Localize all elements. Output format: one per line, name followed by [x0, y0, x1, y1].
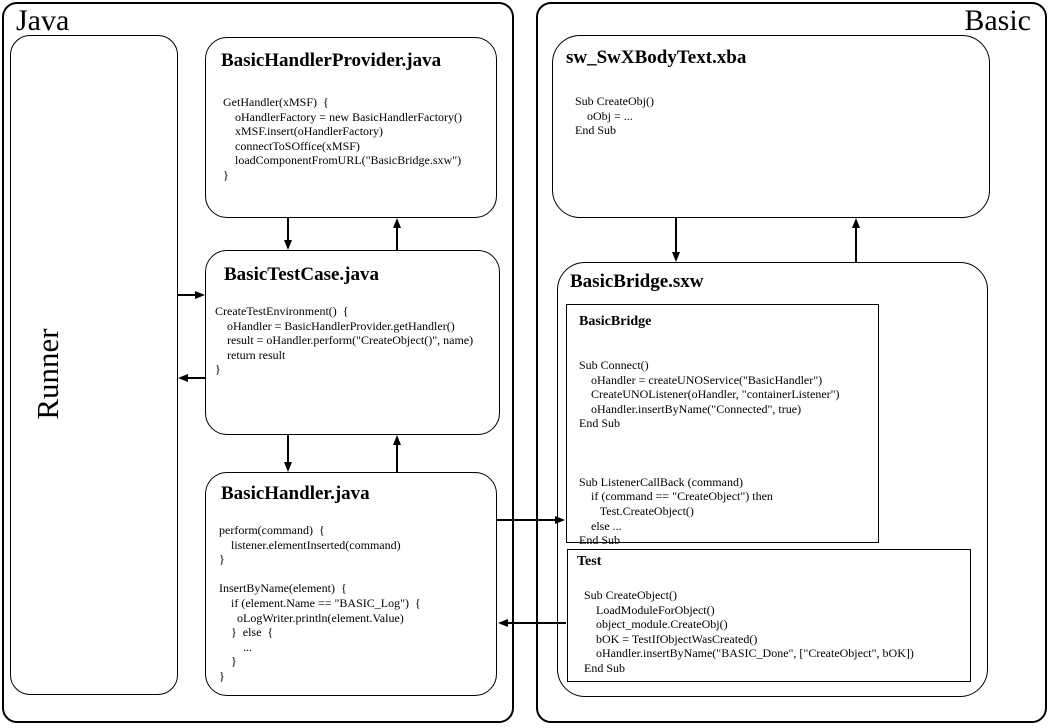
arrow-line: [505, 622, 566, 624]
bridge-doc-title: BasicBridge.sxw: [570, 271, 704, 292]
arrow-line: [396, 227, 398, 250]
arrow-line: [497, 519, 558, 521]
bodytext-title: sw_SwXBodyText.xba: [566, 47, 747, 68]
bodytext-box: sw_SwXBodyText.xba Sub CreateObj() oObj …: [552, 35, 990, 218]
arrow-line: [675, 218, 677, 254]
test-module-box: Test Sub CreateObject() LoadModuleForObj…: [567, 549, 971, 682]
arrow-head-left-icon: [178, 373, 188, 382]
bridge-module-code: Sub Connect() oHandler = createUNOServic…: [579, 358, 840, 548]
handler-title: BasicHandler.java: [221, 483, 370, 504]
bridge-module-title: BasicBridge: [579, 314, 652, 329]
handler-box: BasicHandler.java perform(command) { lis…: [205, 472, 497, 696]
arrow-head-left-icon: [498, 618, 508, 627]
arrow-head-up-icon: [851, 218, 860, 228]
arrow-head-right-icon: [195, 290, 205, 299]
arrow-head-right-icon: [555, 515, 565, 524]
provider-box: BasicHandlerProvider.java GetHandler(xMS…: [205, 37, 497, 218]
test-module-code: Sub CreateObject() LoadModuleForObject()…: [584, 588, 914, 675]
arrow-head-down-icon: [671, 252, 680, 262]
test-module-title: Test: [577, 554, 602, 569]
provider-title: BasicHandlerProvider.java: [221, 50, 442, 71]
arrow-line: [185, 377, 205, 379]
arrow-head-down-icon: [283, 240, 292, 250]
handler-code: perform(command) { listener.elementInser…: [219, 523, 421, 683]
bodytext-code: Sub CreateObj() oObj = ... End Sub: [575, 94, 654, 138]
basic-region-title: Basic: [964, 4, 1031, 37]
bridge-module-box: BasicBridge Sub Connect() oHandler = cre…: [566, 304, 879, 547]
arrow-line: [287, 435, 289, 463]
java-region-title: Java: [16, 4, 70, 37]
runner-label: Runner: [30, 328, 65, 420]
arrow-line: [178, 294, 198, 296]
runner-box: Runner: [10, 35, 178, 695]
arrow-line: [287, 218, 289, 242]
testcase-title: BasicTestCase.java: [224, 264, 379, 285]
testcase-box: BasicTestCase.java CreateTestEnvironment…: [205, 250, 500, 435]
arrow-head-up-icon: [392, 218, 401, 228]
arrow-line: [396, 444, 398, 472]
arrow-head-up-icon: [392, 435, 401, 445]
testcase-code: CreateTestEnvironment() { oHandler = Bas…: [215, 304, 474, 377]
bridge-doc-box: BasicBridge.sxw BasicBridge Sub Connect(…: [557, 262, 988, 697]
arrow-head-down-icon: [283, 462, 292, 472]
provider-code: GetHandler(xMSF) { oHandlerFactory = new…: [223, 95, 463, 182]
arrow-line: [855, 227, 857, 262]
